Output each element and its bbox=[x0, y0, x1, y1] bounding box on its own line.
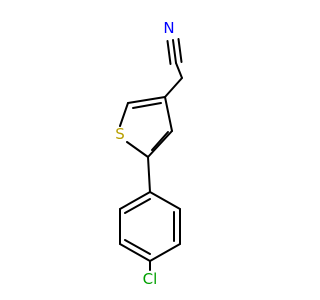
bond-cn-ch2 bbox=[175, 62, 183, 79]
bond-c3-c2 bbox=[127, 96, 166, 104]
structure-canvas: N S Cl bbox=[115, 19, 183, 288]
atom-label-sulfur: S bbox=[115, 125, 125, 143]
bond-ph-6-inner bbox=[124, 198, 151, 214]
bond-ph-6 bbox=[119, 191, 151, 210]
bond-ph-4 bbox=[119, 243, 151, 262]
bond-thiophene-phenyl bbox=[147, 156, 151, 193]
bond-ph-1 bbox=[149, 191, 181, 210]
bond-c3-c2-inner bbox=[132, 102, 162, 109]
bond-c5-c4 bbox=[147, 130, 173, 158]
bond-c2-s bbox=[119, 102, 129, 127]
molecule-diagram: N S Cl bbox=[115, 19, 183, 288]
bond-ph-4-inner bbox=[124, 239, 151, 255]
bond-c5-c4-inner bbox=[151, 131, 169, 151]
bond-nitrile-1 bbox=[172, 39, 177, 64]
bond-nitrile-2 bbox=[166, 40, 172, 65]
atom-label-nitrogen: N bbox=[163, 19, 174, 37]
bond-c4-c3 bbox=[164, 96, 173, 132]
bond-nitrile-3 bbox=[177, 38, 183, 63]
atom-label-chlorine: Cl bbox=[143, 270, 158, 288]
bond-s-c5 bbox=[126, 141, 149, 158]
bond-ch2-ring bbox=[164, 77, 183, 98]
bond-ph-3 bbox=[149, 243, 181, 262]
